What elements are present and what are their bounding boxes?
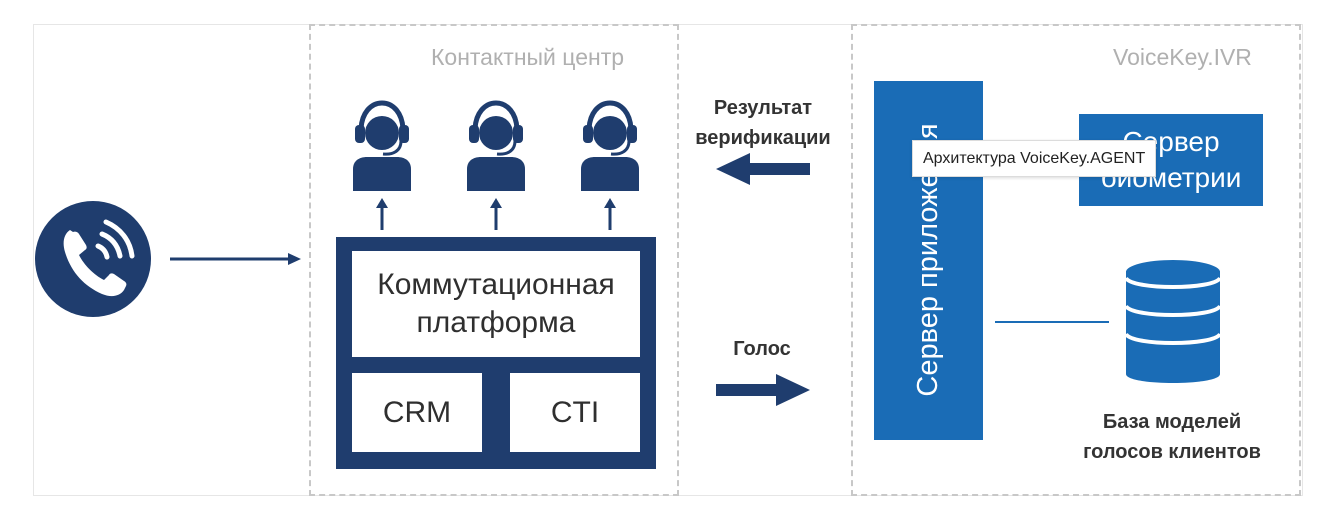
call-arrow xyxy=(170,253,301,265)
operator-icon-2 xyxy=(467,100,525,191)
crm-label: CRM xyxy=(382,395,452,429)
voice-arrow xyxy=(716,374,810,406)
db-connector-line xyxy=(995,321,1109,323)
voicekey-ivr-zone xyxy=(851,24,1301,496)
cti-box: CTI xyxy=(510,373,640,452)
voice-label: Голос xyxy=(733,338,791,360)
voicekey-ivr-title: VoiceKey.IVR xyxy=(1113,44,1252,70)
contact-center-zone xyxy=(309,24,679,496)
up-arrow-3 xyxy=(604,198,616,230)
operator-icon-3 xyxy=(581,100,639,191)
up-arrow-1 xyxy=(376,198,388,230)
switching-platform-label: Коммутационная платформа xyxy=(352,251,640,357)
operator-icon-1 xyxy=(353,100,411,191)
database-icon xyxy=(1124,260,1222,383)
crm-box: CRM xyxy=(352,373,482,452)
tooltip: Архитектура VoiceKey.AGENT xyxy=(912,140,1157,177)
phone-icon xyxy=(35,201,151,317)
contact-center-title: Контактный центр xyxy=(431,44,625,70)
verification-result-arrow xyxy=(716,153,810,185)
database-label: База моделей голосов клиентов xyxy=(1083,411,1261,463)
up-arrow-2 xyxy=(490,198,502,230)
cti-label: CTI xyxy=(550,395,600,429)
verification-result-label: Результат верификации xyxy=(695,97,831,149)
